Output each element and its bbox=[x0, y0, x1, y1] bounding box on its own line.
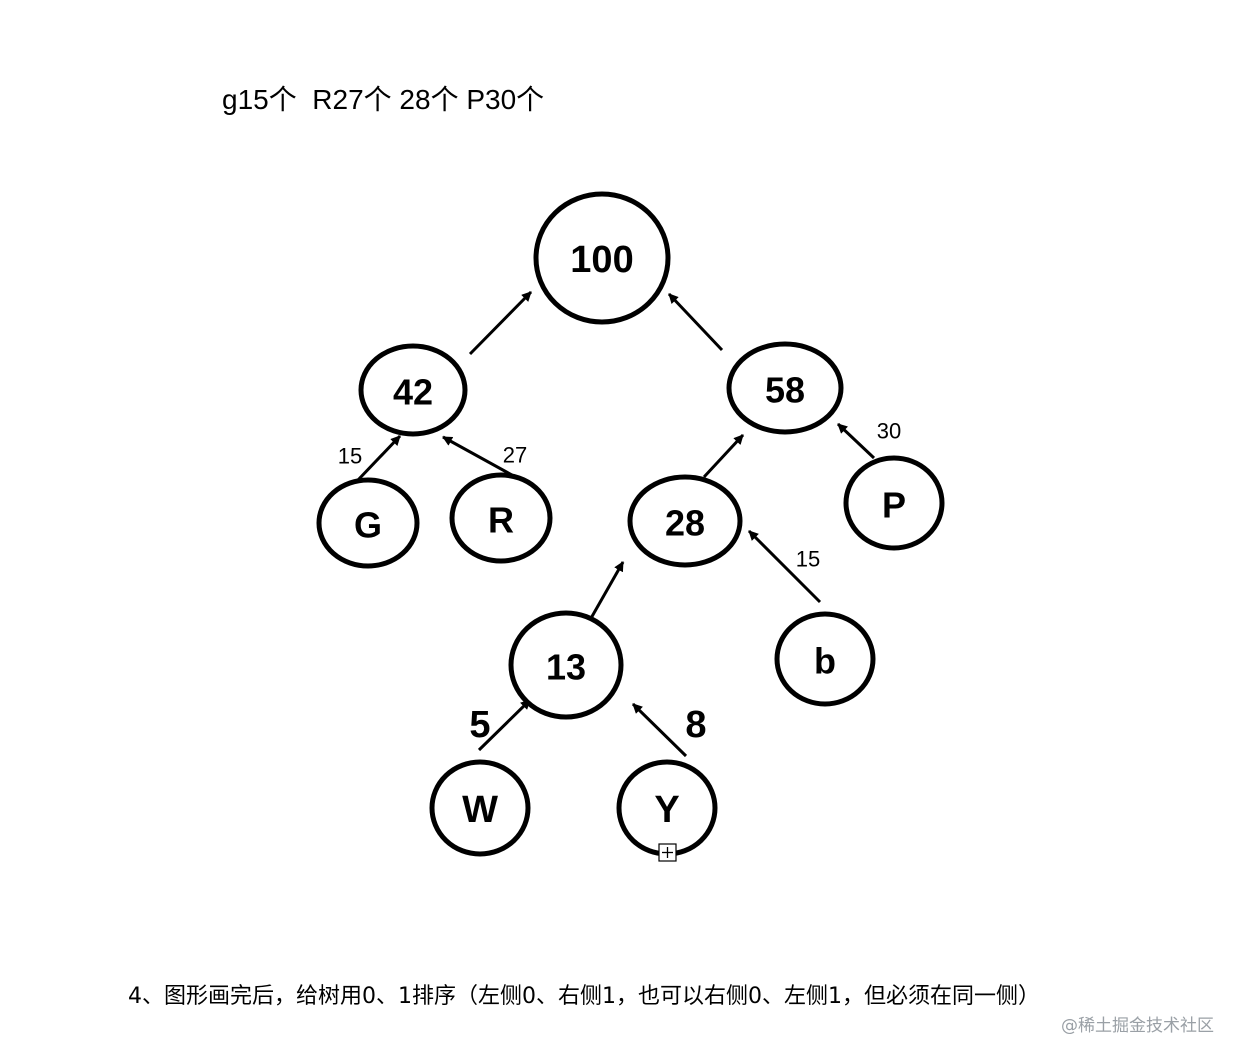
edge-arrow bbox=[667, 292, 724, 352]
edge-arrow bbox=[584, 561, 625, 628]
edge-nR-n42: 27 bbox=[442, 435, 527, 482]
node-label: b bbox=[814, 641, 836, 682]
edge-n28-n58 bbox=[702, 433, 745, 479]
watermark-text: @稀土掘金技术社区 bbox=[1061, 1016, 1214, 1036]
tree-node-r: R bbox=[449, 472, 553, 564]
header-weights-text: g15个 R27个 28个 P30个 bbox=[222, 84, 545, 115]
edge-weight-label: 30 bbox=[877, 419, 901, 444]
node-circle bbox=[358, 343, 468, 437]
node-circle bbox=[316, 477, 420, 569]
node-label: 13 bbox=[546, 647, 586, 688]
edge-nW-n13: 5 bbox=[469, 698, 532, 752]
edge-weight-label: 15 bbox=[796, 547, 820, 572]
edge-arrow bbox=[356, 434, 402, 482]
tree-node-58: 58 bbox=[726, 341, 844, 435]
node-label: R bbox=[488, 500, 514, 541]
node-label: 58 bbox=[765, 370, 805, 411]
tree-node-100: 100 bbox=[533, 191, 671, 325]
node-circle bbox=[533, 191, 671, 325]
node-circle bbox=[429, 759, 531, 857]
edge-arrow bbox=[702, 433, 745, 479]
tree-node-b: b bbox=[774, 611, 876, 707]
edge-nb-n28: 15 bbox=[747, 529, 822, 604]
node-label: G bbox=[354, 505, 382, 546]
tree-node-13: 13 bbox=[508, 610, 624, 720]
node-label: 100 bbox=[570, 239, 633, 281]
footer-instruction-text: 4、图形画完后，给树用0、1排序（左侧0、右侧1，也可以右侧0、左侧1，但必须在… bbox=[128, 984, 1040, 1009]
tree-node-y: Y bbox=[616, 759, 718, 857]
tree-node-g: G bbox=[316, 477, 420, 569]
edge-weight-label: 5 bbox=[469, 704, 490, 746]
edge-n58-n100 bbox=[667, 292, 724, 352]
node-label: W bbox=[462, 789, 498, 831]
tree-node-p: P bbox=[843, 455, 945, 551]
edge-weight-label: 15 bbox=[338, 444, 362, 469]
node-circle bbox=[449, 472, 553, 564]
tree-node-28: 28 bbox=[627, 474, 743, 568]
edge-arrow bbox=[468, 290, 533, 356]
node-label: P bbox=[882, 485, 906, 526]
tree-node-w: W bbox=[429, 759, 531, 857]
edge-weight-label: 27 bbox=[503, 443, 527, 468]
edge-weight-label: 8 bbox=[685, 704, 706, 746]
node-circle bbox=[508, 610, 624, 720]
edge-arrow bbox=[631, 702, 688, 758]
edge-arrow bbox=[442, 435, 522, 482]
tree-node-42: 42 bbox=[358, 343, 468, 437]
edge-nP-n58: 30 bbox=[836, 419, 901, 460]
edge-arrow bbox=[477, 698, 532, 752]
edge-arrow bbox=[747, 529, 822, 604]
node-circle bbox=[843, 455, 945, 551]
edge-nY-n13: 8 bbox=[631, 702, 707, 758]
edge-arrow bbox=[836, 422, 876, 460]
resize-handle[interactable] bbox=[658, 843, 677, 862]
node-circle bbox=[774, 611, 876, 707]
edge-nG-n42: 15 bbox=[338, 434, 402, 482]
node-label: 28 bbox=[665, 503, 705, 544]
edge-n13-n28 bbox=[584, 561, 625, 628]
node-circle bbox=[726, 341, 844, 435]
edge-n42-n100 bbox=[468, 290, 533, 356]
node-label: 42 bbox=[393, 372, 433, 413]
node-circle bbox=[627, 474, 743, 568]
node-label: Y bbox=[654, 789, 679, 831]
